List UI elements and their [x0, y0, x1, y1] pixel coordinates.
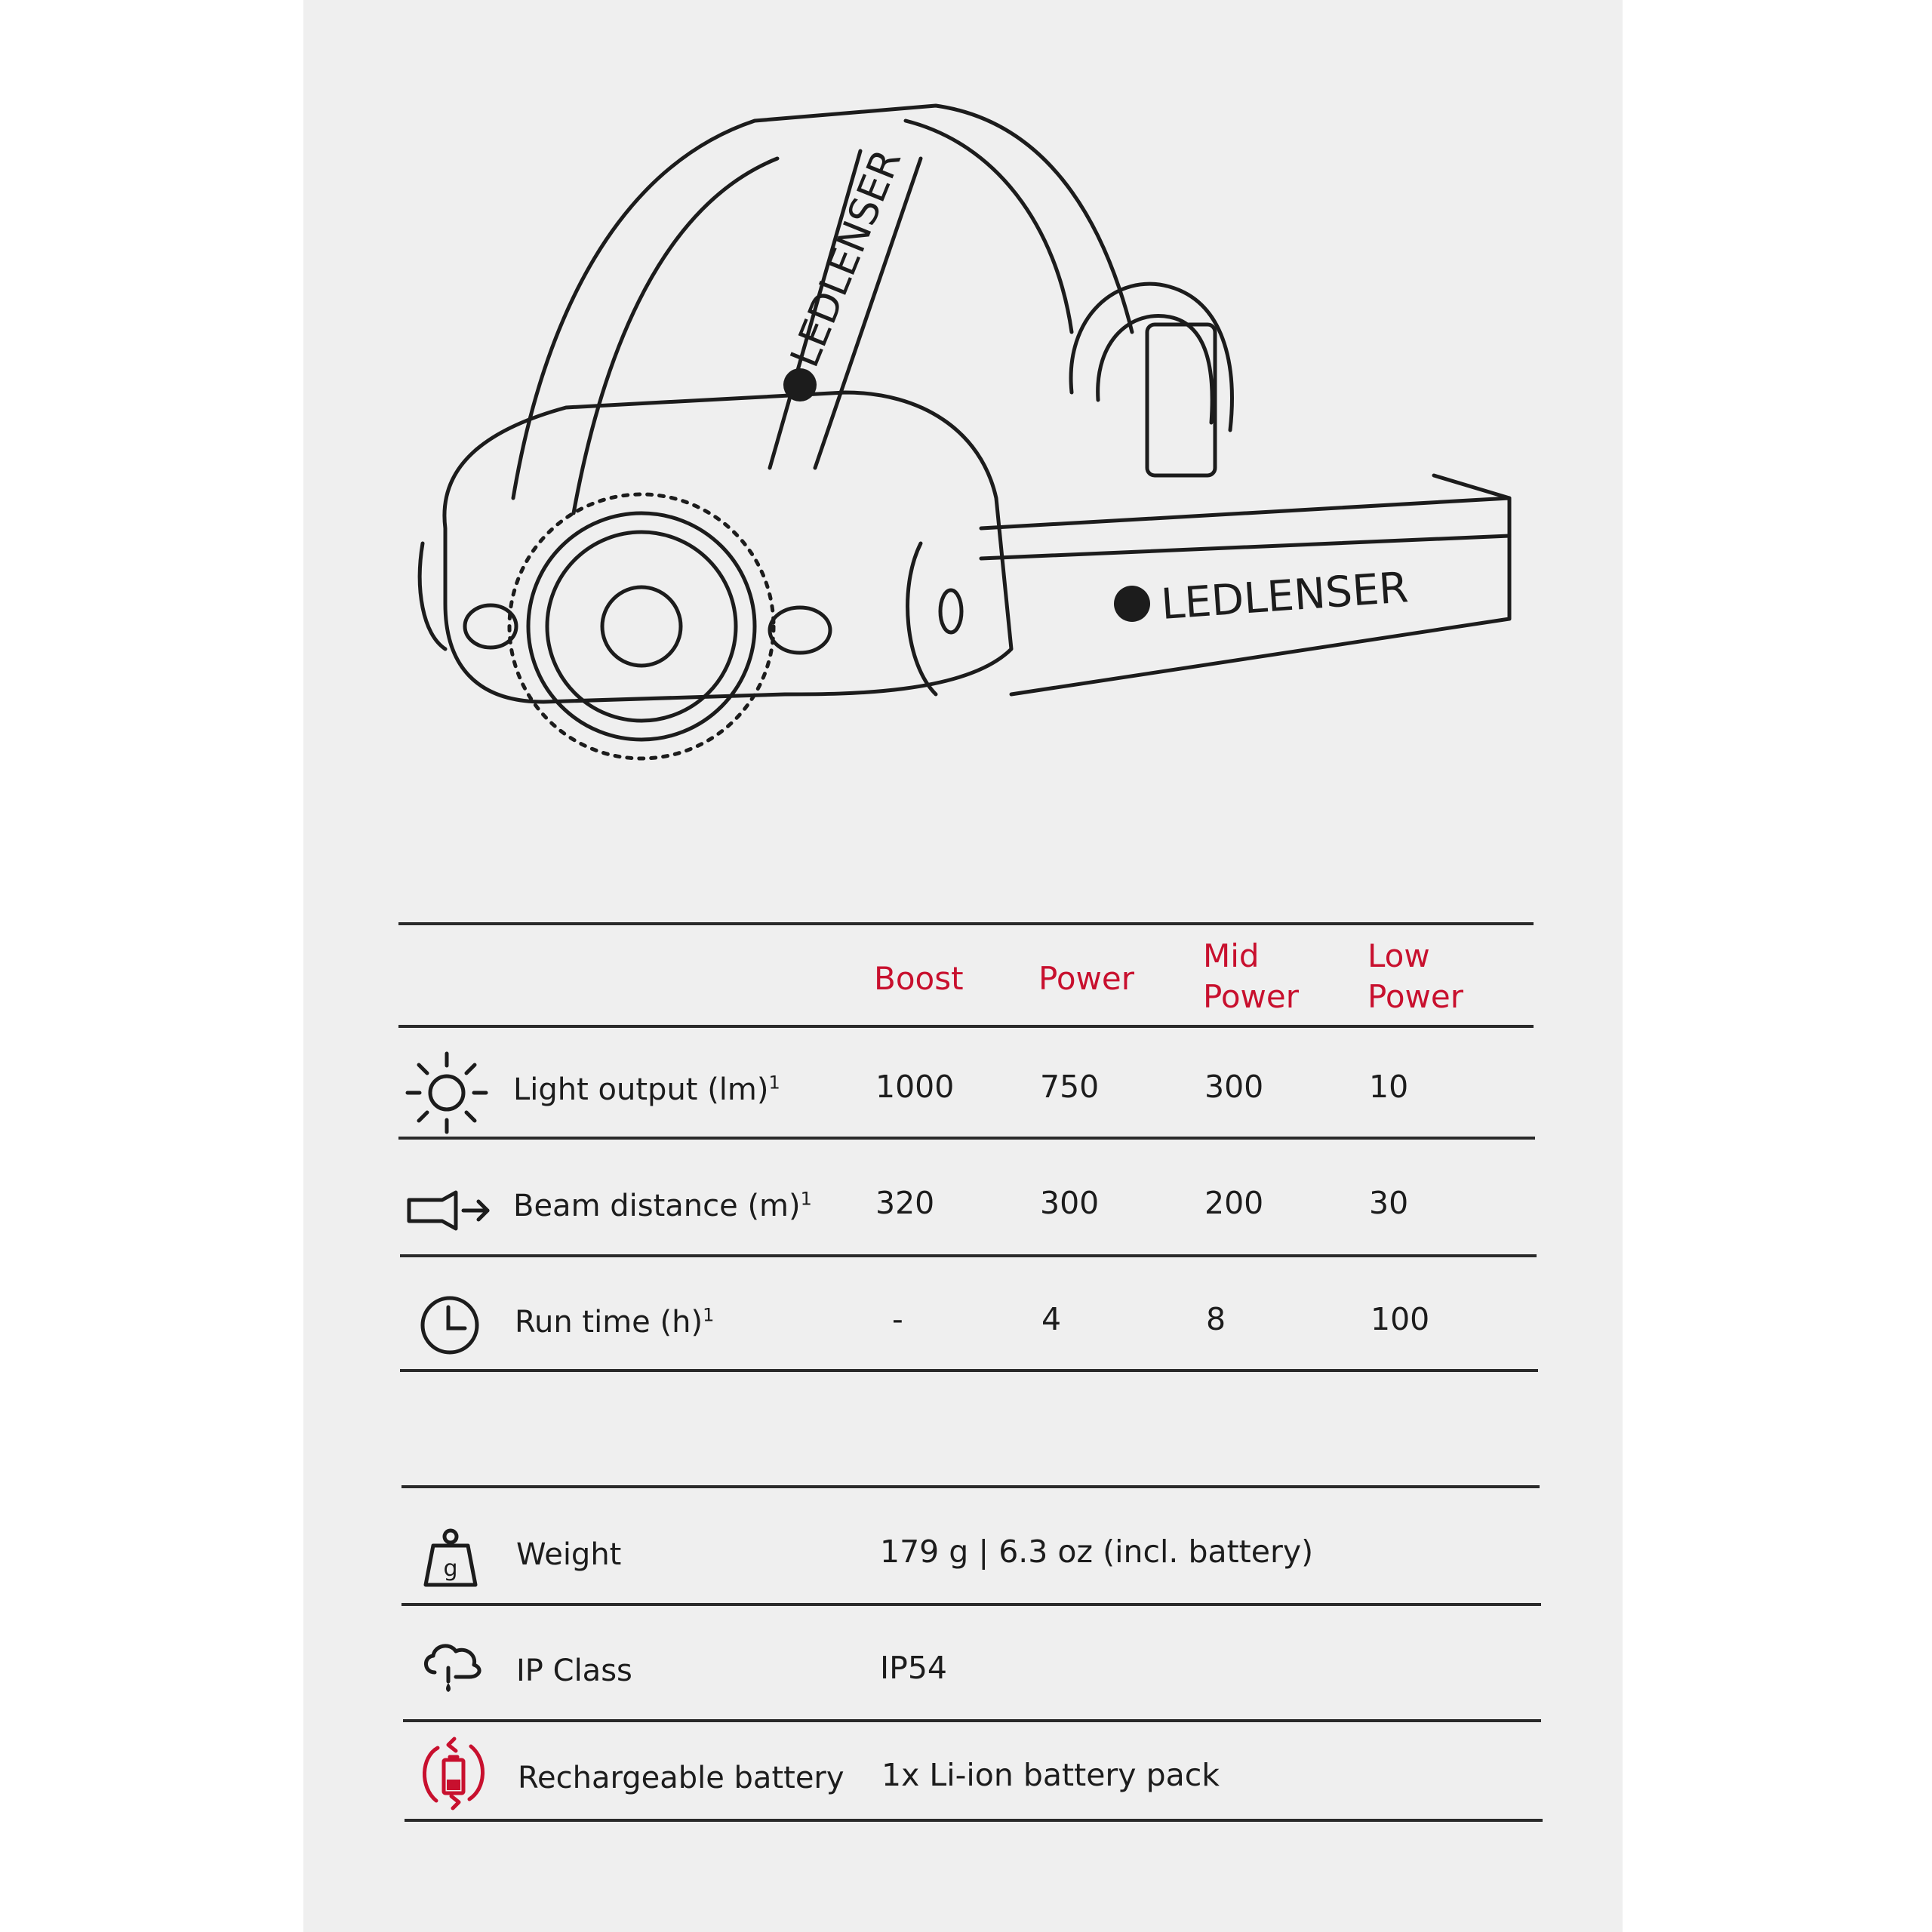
specs-bottom-rule	[405, 1819, 1543, 1822]
run-time-mid-power: 8	[1206, 1301, 1226, 1337]
spec-rule-1	[401, 1603, 1541, 1606]
beam-distance-mid-power: 200	[1204, 1185, 1264, 1221]
beam-distance-boost: 320	[875, 1185, 935, 1221]
light-output-power: 750	[1040, 1069, 1100, 1105]
flashlight-beam-icon	[407, 1190, 490, 1231]
header-power: Power	[1038, 960, 1134, 997]
strap-logo-text: LEDLENSER	[782, 143, 910, 374]
sun-icon	[405, 1051, 488, 1134]
beam-distance-label: Beam distance (m)1	[513, 1188, 812, 1223]
header-mid-power: Mid Power	[1203, 937, 1299, 1015]
battery-label: Rechargeable battery	[518, 1761, 844, 1795]
beam-distance-low-power: 30	[1369, 1185, 1409, 1221]
run-time-low-power: 100	[1371, 1301, 1430, 1337]
beam-distance-power: 300	[1040, 1185, 1100, 1221]
side-logo-text: LEDLENSER	[1159, 563, 1410, 629]
ip-class-value: IP54	[880, 1650, 947, 1686]
clock-icon	[420, 1296, 479, 1355]
header-rule	[398, 1025, 1534, 1028]
run-time-power: 4	[1041, 1301, 1062, 1337]
header-boost: Boost	[874, 960, 964, 997]
rain-cloud-icon	[424, 1644, 481, 1692]
battery-value: 1x Li-ion battery pack	[881, 1757, 1220, 1793]
light-output-label: Light output (lm)1	[513, 1072, 780, 1107]
package-panel	[303, 0, 1623, 1932]
ip-class-label: IP Class	[516, 1654, 632, 1688]
headlamp-illustration: LEDLENSER LEDLENSER	[417, 103, 1512, 761]
light-output-low-power: 10	[1369, 1069, 1409, 1105]
spec-rule-2	[403, 1719, 1541, 1722]
light-output-mid-power: 300	[1204, 1069, 1264, 1105]
run-time-label: Run time (h)1	[515, 1304, 715, 1340]
row-rule-1	[398, 1137, 1535, 1140]
weight-icon: g	[423, 1528, 478, 1587]
row-rule-2	[400, 1254, 1537, 1257]
svg-text:g: g	[443, 1555, 457, 1582]
weight-label: Weight	[516, 1537, 622, 1572]
header-low-power: Low Power	[1367, 937, 1463, 1015]
specs-top-rule	[401, 1485, 1540, 1488]
light-output-boost: 1000	[875, 1069, 955, 1105]
table-top-rule	[398, 922, 1534, 925]
rechargeable-battery-icon	[423, 1737, 485, 1810]
table-bottom-rule	[400, 1369, 1538, 1372]
weight-value: 179 g | 6.3 oz (incl. battery)	[880, 1534, 1314, 1570]
run-time-boost: -	[892, 1301, 903, 1337]
